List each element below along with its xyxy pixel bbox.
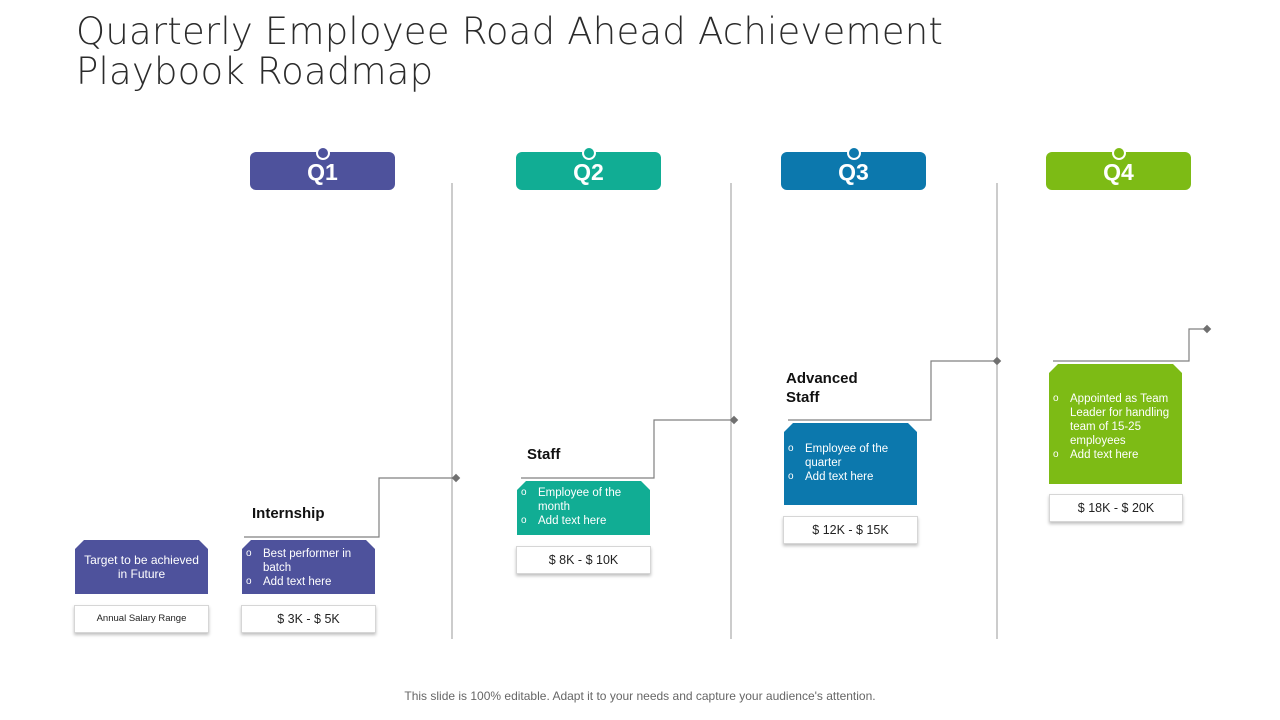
legend-salary-label: Annual Salary Range bbox=[96, 613, 187, 624]
page-title-line-1: Quarterly Employee Road Ahead Achievemen… bbox=[76, 10, 944, 53]
step-connector-2 bbox=[521, 419, 734, 479]
quarter-label: Q3 bbox=[838, 159, 869, 185]
connector-diamond-2 bbox=[729, 415, 739, 425]
stage-card-staff: Employee of the month Add text here bbox=[517, 481, 650, 535]
list-item: Add text here bbox=[784, 470, 911, 484]
badge-knob-icon bbox=[581, 146, 596, 160]
connector-diamond-3 bbox=[992, 356, 1002, 366]
list-item: Employee of the quarter bbox=[784, 442, 911, 470]
stage-label-advanced-staff: Advanced Staff bbox=[786, 370, 858, 406]
list-item: Employee of the month bbox=[517, 486, 644, 514]
stage-label-internship: Internship bbox=[252, 505, 325, 522]
page-title: Quarterly Employee Road Ahead Achievemen… bbox=[76, 12, 976, 92]
quarter-badge-q1: Q1 bbox=[250, 146, 395, 190]
stage-label-staff: Staff bbox=[527, 446, 561, 463]
quarter-label: Q2 bbox=[573, 159, 604, 185]
list-item: Add text here bbox=[1049, 448, 1176, 462]
quarter-badge-q4: Q4 bbox=[1046, 146, 1191, 190]
salary-box-internship: $ 3K - $ 5K bbox=[241, 605, 376, 633]
connector-diamond-4 bbox=[1202, 324, 1212, 334]
legend-target-text: Target to be achieved in Future bbox=[84, 553, 199, 581]
list-item: Best performer in batch bbox=[242, 547, 369, 575]
stage-card-internship: Best performer in batch Add text here bbox=[242, 540, 375, 594]
stage-card-team-leader: Appointed as Team Leader for handling te… bbox=[1049, 364, 1182, 484]
connector-diamond-1 bbox=[451, 473, 461, 483]
legend-target-card: Target to be achieved in Future bbox=[75, 540, 208, 594]
step-connector-1 bbox=[244, 477, 456, 538]
salary-box-team-leader: $ 18K - $ 20K bbox=[1049, 494, 1183, 522]
stage-card-advanced-staff: Employee of the quarter Add text here bbox=[784, 423, 917, 505]
list-item: Appointed as Team Leader for handling te… bbox=[1049, 392, 1176, 448]
badge-knob-icon bbox=[846, 146, 861, 160]
salary-box-advanced-staff: $ 12K - $ 15K bbox=[783, 516, 918, 544]
step-connector-4 bbox=[1053, 328, 1207, 362]
list-item: Add text here bbox=[242, 575, 369, 589]
badge-knob-icon bbox=[315, 146, 330, 160]
footer-note: This slide is 100% editable. Adapt it to… bbox=[404, 689, 876, 703]
salary-box-staff: $ 8K - $ 10K bbox=[516, 546, 651, 574]
quarter-label: Q1 bbox=[307, 159, 338, 185]
list-item: Add text here bbox=[517, 514, 644, 528]
legend-salary-box: Annual Salary Range bbox=[74, 605, 209, 633]
badge-knob-icon bbox=[1111, 146, 1126, 160]
quarter-label: Q4 bbox=[1103, 159, 1134, 185]
step-connector-3 bbox=[788, 360, 997, 421]
quarter-badge-q3: Q3 bbox=[781, 146, 926, 190]
quarter-badge-q2: Q2 bbox=[516, 146, 661, 190]
page-title-line-2: Playbook Roadmap bbox=[76, 50, 434, 93]
